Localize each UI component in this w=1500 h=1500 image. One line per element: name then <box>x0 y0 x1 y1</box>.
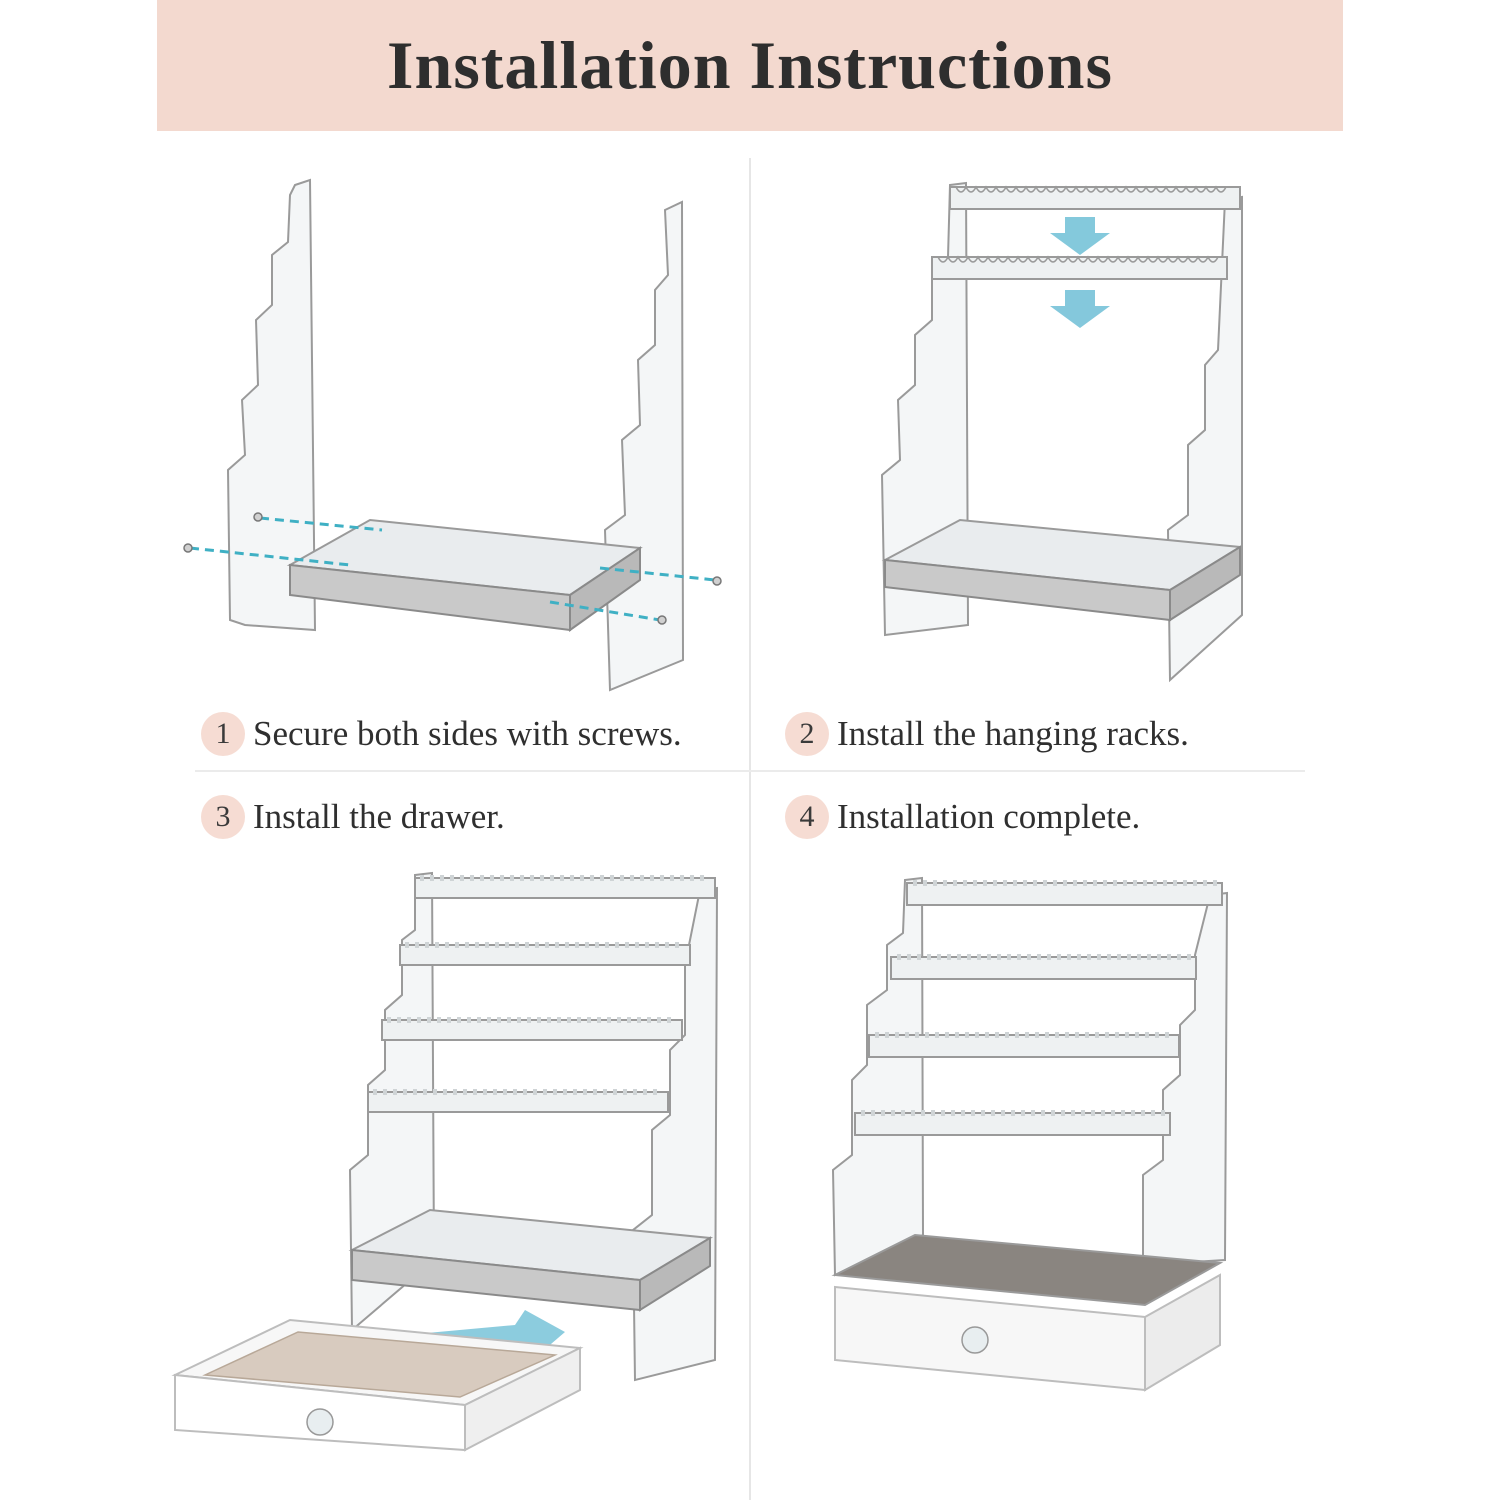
step4-illustration <box>831 876 1229 1392</box>
drawer-knob-icon <box>306 1408 334 1436</box>
hanging-racks <box>367 877 716 1113</box>
step-3-text: Install the drawer. <box>253 797 505 836</box>
step-1-badge: 1 <box>201 712 245 756</box>
step-2-badge: 2 <box>785 712 829 756</box>
screw-guides <box>189 516 716 622</box>
second-hanging-rack <box>931 255 1228 280</box>
step-3-badge: 3 <box>201 795 245 839</box>
base-tray <box>831 1233 1224 1307</box>
front-side-panel <box>1142 891 1229 1267</box>
step-4-text: Installation complete. <box>837 797 1141 836</box>
step-4-badge: 4 <box>785 795 829 839</box>
drawer <box>834 1273 1221 1392</box>
page-title: Installation Instructions <box>387 27 1113 103</box>
step-2-label: 2 Install the hanging racks. <box>785 712 1189 756</box>
step-4-label: 4 Installation complete. <box>785 795 1140 839</box>
rack-teeth <box>861 880 1218 1116</box>
drawer-knob-icon <box>961 1326 989 1354</box>
down-arrow-icon <box>1050 217 1110 328</box>
tray <box>286 518 643 632</box>
rack-teeth <box>373 875 710 1095</box>
header-banner: Installation Instructions <box>157 0 1343 131</box>
horizontal-divider <box>195 770 1305 772</box>
vertical-divider <box>749 158 751 1500</box>
top-hanging-rack <box>949 185 1241 210</box>
step-2-text: Install the hanging racks. <box>837 714 1189 753</box>
left-side-panel <box>226 178 317 632</box>
rear-side-panel <box>831 876 925 1277</box>
base-tray <box>348 1208 714 1312</box>
step3-illustration <box>171 871 719 1452</box>
step2-illustration <box>880 181 1244 683</box>
step-1-label: 1 Secure both sides with screws. <box>201 712 682 756</box>
screws <box>183 512 722 625</box>
drawer <box>171 1318 584 1452</box>
step1-illustration <box>183 178 722 692</box>
step-3-label: 3 Install the drawer. <box>201 795 505 839</box>
base-tray <box>881 518 1244 622</box>
step-1-text: Secure both sides with screws. <box>253 714 682 753</box>
